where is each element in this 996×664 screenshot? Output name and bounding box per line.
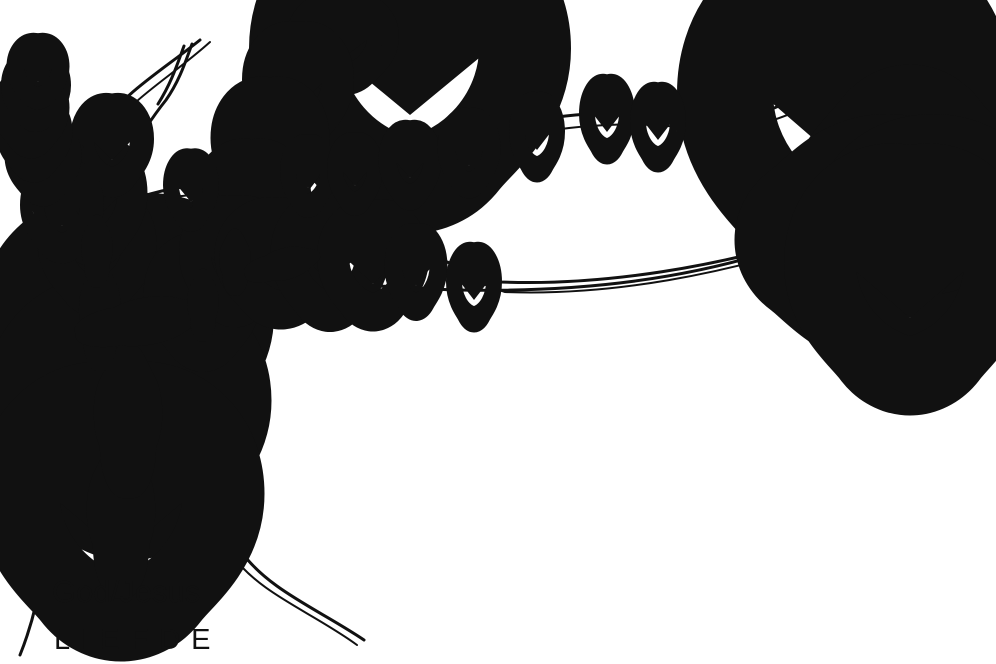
four-leaf-clover-icon xyxy=(832,162,988,318)
arrow-up-icon xyxy=(92,238,102,264)
arrow-up-icon xyxy=(230,250,240,274)
arrow-up-icon xyxy=(198,292,208,318)
arrow-right-icon xyxy=(116,311,166,334)
caption-liefde: LIEFDE xyxy=(54,624,222,657)
heart-icon xyxy=(599,106,615,132)
arrow-right-icon xyxy=(268,256,298,273)
heart-icon xyxy=(650,114,666,140)
arrow-up-icon xyxy=(117,392,139,448)
heart-icon xyxy=(466,274,482,300)
caption-god-jesus: God/Jesus xyxy=(52,574,200,610)
